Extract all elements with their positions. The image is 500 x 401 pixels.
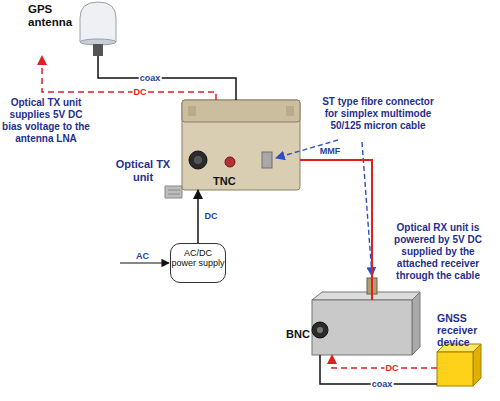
cable-label: DC (385, 364, 400, 373)
connector-name: TNC (213, 175, 253, 188)
tx-enclosure (182, 100, 300, 190)
receiver-front-face (437, 352, 473, 386)
rx-unit-node: BNC (312, 300, 412, 355)
device-name: GPS antenna (28, 3, 78, 29)
cable-connector (300, 160, 372, 300)
cable-label: coax (139, 74, 162, 83)
bracket-slot (168, 190, 180, 191)
rx-enclosure (312, 300, 412, 355)
leader-line (362, 142, 372, 276)
rx-side-face (412, 292, 420, 355)
device-name: Optical TX unit (108, 158, 178, 183)
note: Optical RX unit is powered by 5V DC supp… (380, 222, 496, 282)
cable-connector (98, 56, 236, 100)
power-supply-box: AC/DC power supply (170, 243, 226, 283)
cable-label: MMF (319, 147, 342, 156)
mounting-bracket (165, 186, 182, 198)
ac-input-line (120, 262, 169, 263)
cable-label: coax (371, 380, 394, 389)
antenna-node: GPS antenna (28, 0, 120, 56)
dc-connector-core (194, 156, 202, 164)
antenna-dome (80, 2, 116, 42)
cable-connector (42, 56, 216, 100)
tx-enclosure-lid (182, 100, 300, 122)
receiver-node: GNSS receiver device (437, 344, 481, 386)
lid-latch (286, 106, 294, 116)
cable-label: DC (204, 212, 219, 221)
bracket-slot (168, 194, 180, 195)
tnc-connector (225, 157, 235, 167)
device-name: AC/DC power supply (171, 248, 225, 269)
connector-name: BNC (286, 328, 316, 341)
bnc-connector (312, 322, 328, 338)
rx-top-face (312, 292, 420, 300)
cable-label: DC (133, 88, 148, 97)
note: ST type fibre connector for simplex mult… (316, 96, 440, 132)
cable-connector (197, 190, 199, 243)
antenna-mount (93, 44, 103, 56)
dc-connector (189, 151, 207, 169)
st-fibre-connector (367, 278, 377, 294)
tx-unit-node: Optical TX unitTNC (182, 100, 300, 190)
lid-latch (188, 106, 196, 116)
st-fibre-connector (262, 152, 272, 168)
bnc-connector-core (317, 327, 323, 333)
receiver-side-face (473, 344, 481, 386)
device-name: GNSS receiver device (437, 312, 499, 348)
signal-name: AC (136, 251, 156, 262)
note: Optical TX unit supplies 5V DC bias volt… (2, 97, 90, 145)
